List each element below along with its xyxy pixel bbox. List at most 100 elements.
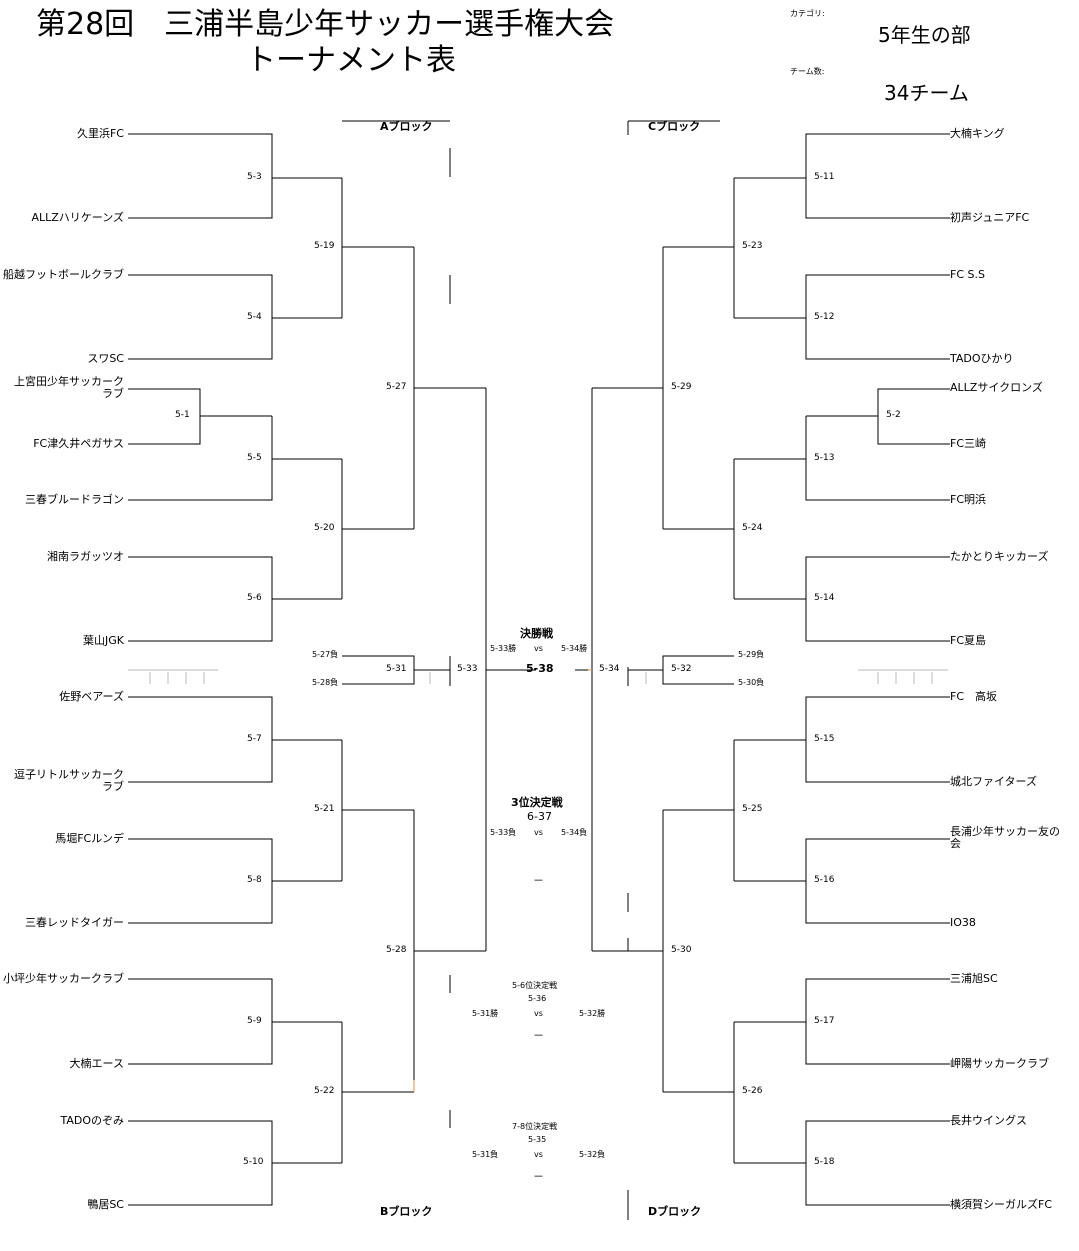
third-place-heading: 3位決定戦: [511, 796, 563, 809]
loser-label: 5-28負: [312, 678, 339, 687]
final-heading: 決勝戦: [520, 627, 553, 640]
match-code: 5-21: [314, 804, 335, 814]
team-left: スワSC: [87, 352, 124, 365]
block-d-label: Dブロック: [648, 1205, 702, 1218]
fifth-score-dash: －: [533, 1029, 544, 1042]
match-code: 5-32: [671, 664, 692, 674]
team-right: 三浦旭SC: [950, 972, 998, 985]
match-code: 5-22: [314, 1086, 335, 1096]
team-right: ALLZサイクロンズ: [950, 381, 1043, 394]
match-code: 5-15: [814, 734, 835, 744]
match-code: 5-27: [386, 382, 407, 392]
match-code: 5-17: [814, 1016, 835, 1026]
match-code: 5-6: [247, 593, 262, 603]
team-left: 馬堀FCルンデ: [55, 832, 124, 845]
fifth-vs: vs: [534, 1009, 543, 1018]
team-right: たかとりキッカーズ: [950, 550, 1049, 563]
match-code: 5-5: [247, 453, 262, 463]
third-score-dash: －: [533, 874, 544, 887]
match-code: 5-18: [814, 1157, 835, 1167]
team-left: TADOのぞみ: [60, 1114, 124, 1127]
team-right: FC夏島: [950, 634, 987, 647]
team-left: FC津久井ペガサス: [33, 437, 124, 450]
tournament-title: 第28回 三浦半島少年サッカー選手権大会: [36, 7, 615, 42]
team-left: 上宮田少年サッカークラブ: [14, 375, 124, 401]
match-code: 5-14: [814, 593, 835, 603]
team-left: 佐野ベアーズ: [59, 690, 124, 703]
team-left: 大楠エース: [69, 1057, 124, 1070]
team-right: IO38: [950, 916, 976, 929]
team-count-value: 34チーム: [884, 81, 969, 105]
team-right: TADOひかり: [950, 352, 1014, 365]
seventh-left-seed: 5-31負: [472, 1150, 499, 1159]
match-code: 5-7: [247, 734, 262, 744]
match-code: 5-19: [314, 241, 335, 251]
fifth-place-heading: 5-6位決定戦: [512, 981, 558, 990]
match-code: 5-4: [247, 312, 262, 322]
team-right: FC明浜: [950, 493, 987, 506]
match-code: 5-9: [247, 1016, 262, 1026]
team-left: 鴨居SC: [87, 1198, 124, 1211]
match-code: 5-1: [175, 410, 190, 420]
match-code: 5-25: [742, 804, 763, 814]
match-code: 5-11: [814, 172, 835, 182]
tournament-subtitle: トーナメント表: [246, 43, 456, 78]
loser-label: 5-29負: [738, 650, 765, 659]
match-code: 5-12: [814, 312, 835, 322]
team-left: 三春レッドタイガー: [25, 916, 124, 929]
third-place-code: 6-37: [527, 810, 552, 823]
team-right: 横須賀シーガルズFC: [950, 1198, 1053, 1211]
team-left: 久里浜FC: [76, 127, 124, 140]
team-right: 長井ウイングス: [950, 1114, 1027, 1127]
match-code: 5-31: [386, 664, 407, 674]
team-left: 葉山JGK: [83, 634, 124, 647]
third-left-seed: 5-33負: [490, 828, 517, 837]
final-vs: vs: [534, 644, 543, 653]
third-right-seed: 5-34負: [561, 828, 588, 837]
match-code: 5-20: [314, 523, 335, 533]
team-left: ALLZハリケーンズ: [31, 211, 124, 224]
seventh-place-code: 5-35: [528, 1135, 547, 1144]
category-label: カテゴリ:: [790, 9, 825, 18]
match-code: 5-23: [742, 241, 763, 251]
loser-label: 5-30負: [738, 678, 765, 687]
match-code: 5-29: [671, 382, 692, 392]
loser-label: 5-27負: [312, 650, 339, 659]
match-code: 5-13: [814, 453, 835, 463]
seventh-place-heading: 7-8位決定戦: [512, 1122, 558, 1131]
match-code: 5-28: [386, 945, 407, 955]
team-right: 大楠キング: [950, 127, 1005, 140]
seventh-score-dash: －: [533, 1170, 544, 1183]
team-right: 城北ファイターズ: [950, 775, 1038, 788]
team-left: 逗子リトルサッカークラブ: [14, 768, 124, 794]
seventh-vs: vs: [534, 1150, 543, 1159]
match-code: 5-16: [814, 875, 835, 885]
team-left: 湘南ラガッツオ: [47, 550, 124, 563]
team-right: 初声ジュニアFC: [950, 211, 1030, 224]
match-code: 5-3: [247, 172, 262, 182]
block-b-label: Bブロック: [380, 1205, 433, 1218]
team-right: 長浦少年サッカー友の会: [950, 825, 1060, 851]
seventh-right-seed: 5-32負: [579, 1150, 606, 1159]
match-code: 5-10: [243, 1157, 264, 1167]
match-code: 5-26: [742, 1086, 763, 1096]
match-code: 5-34: [599, 664, 620, 674]
team-right: FC 高坂: [950, 690, 998, 703]
third-vs: vs: [534, 828, 543, 837]
block-a-label: Aブロック: [380, 120, 433, 133]
final-code: 5-38: [526, 662, 554, 675]
match-code: 5-8: [247, 875, 262, 885]
team-count-label: チーム数:: [790, 67, 825, 76]
team-right: FC S.S: [950, 268, 985, 281]
match-code: 5-33: [457, 664, 478, 674]
block-c-label: Cブロック: [648, 120, 701, 133]
final-right-seed: 5-34勝: [561, 644, 588, 653]
team-left: 三春ブルードラゴン: [25, 493, 124, 506]
category-value: 5年生の部: [878, 23, 971, 47]
team-right: FC三崎: [950, 437, 987, 450]
team-left: 船越フットボールクラブ: [3, 268, 124, 281]
match-code: 5-30: [671, 945, 692, 955]
fifth-right-seed: 5-32勝: [579, 1009, 606, 1018]
